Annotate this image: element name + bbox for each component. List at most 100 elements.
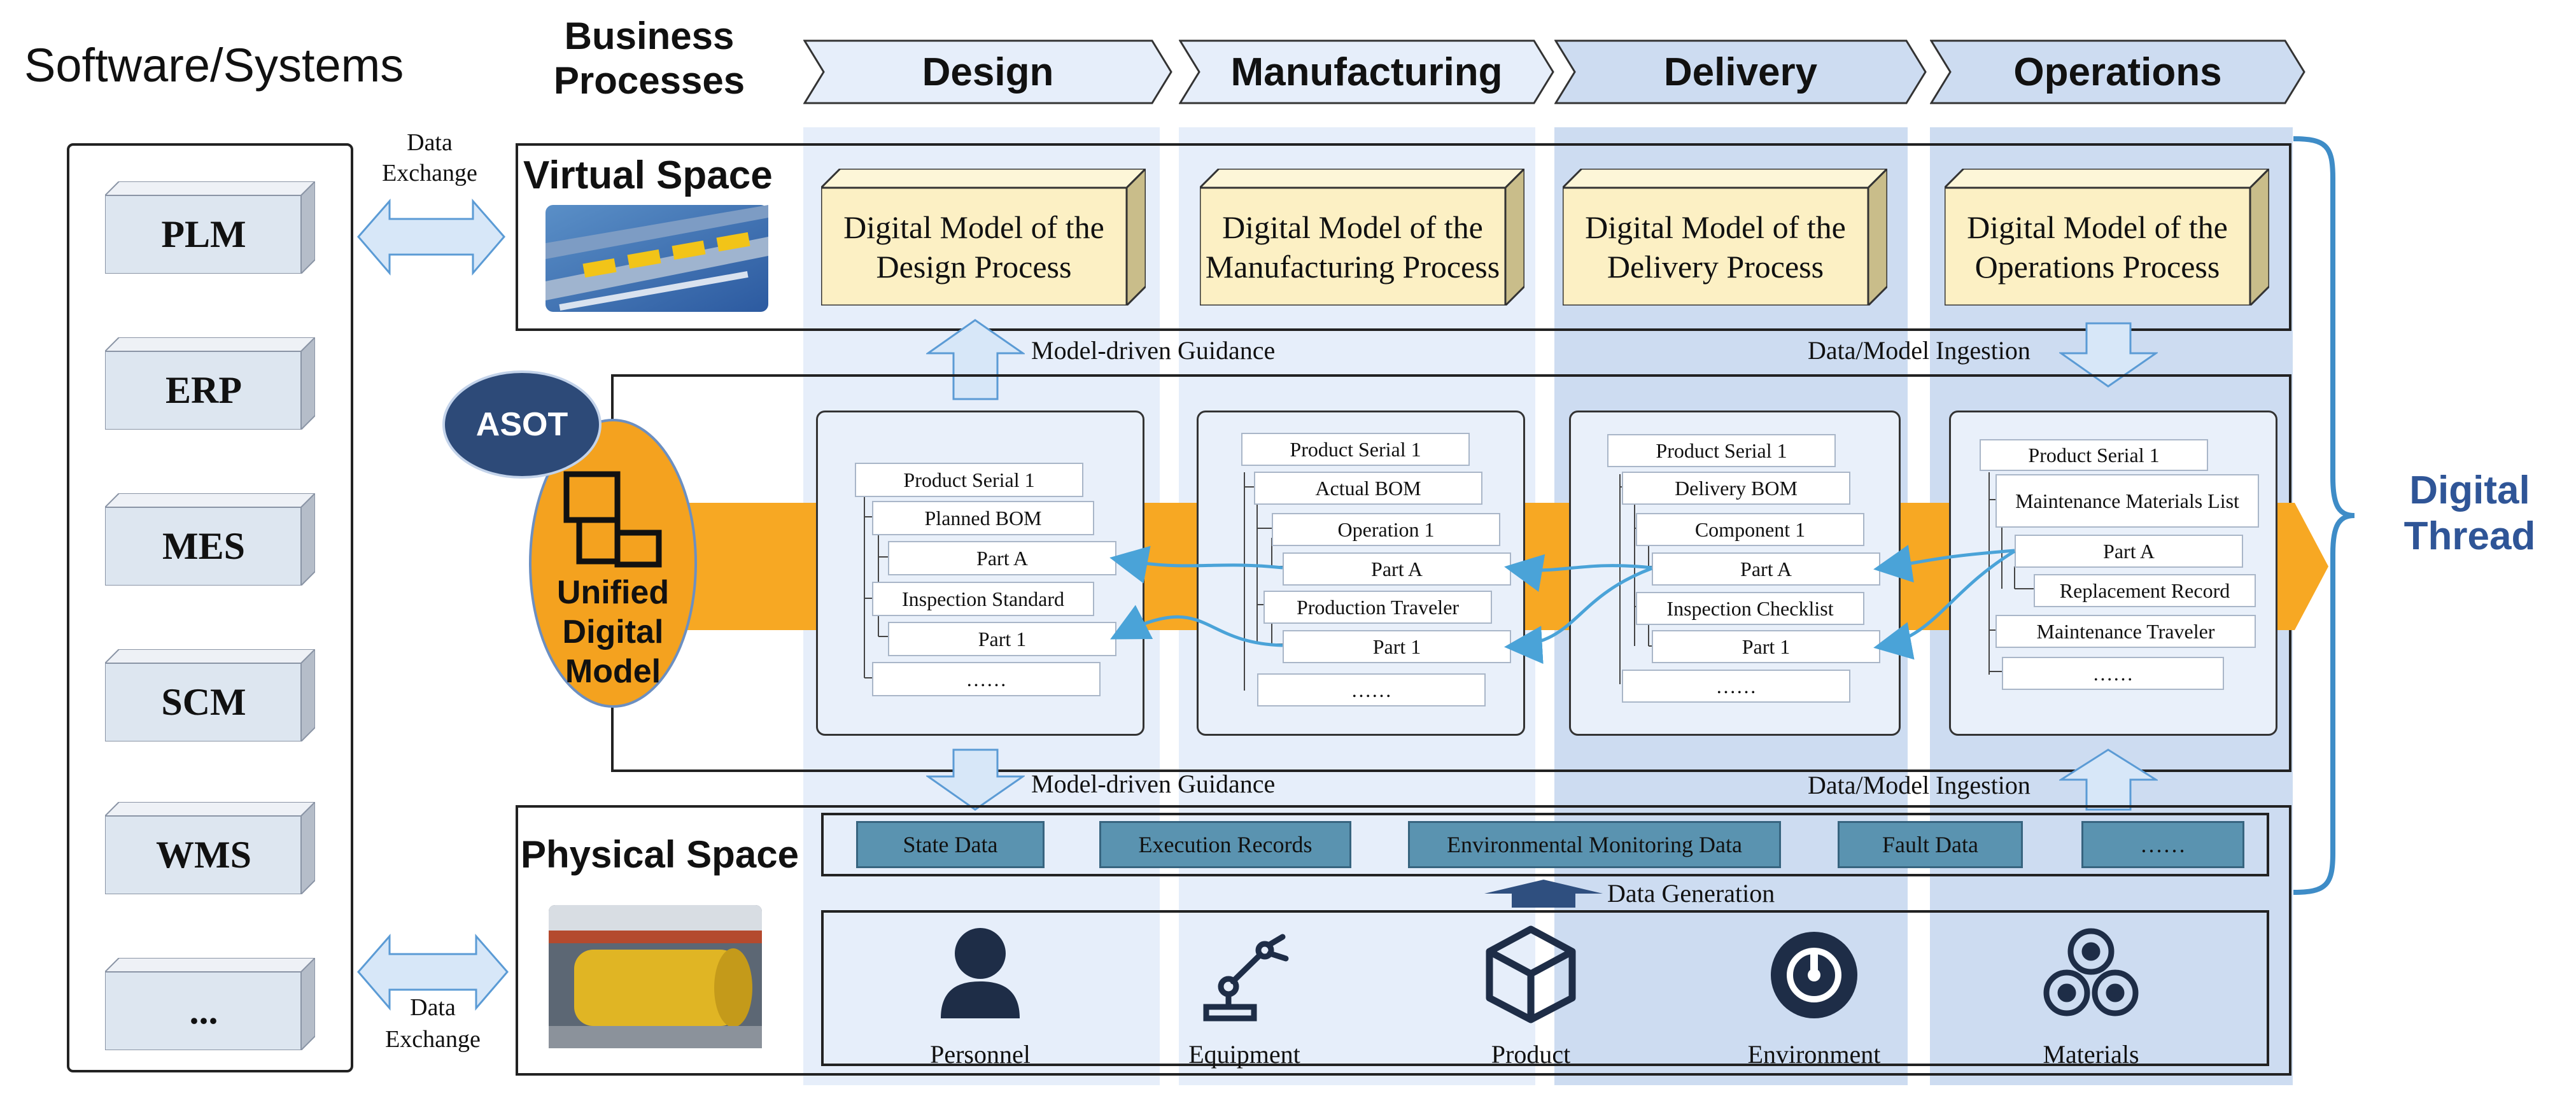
tree-delivery-node-3: Part A — [1652, 552, 1880, 586]
data-exchange-arrow-top — [357, 199, 505, 276]
physical-space-image — [549, 905, 762, 1048]
physical-space-panel — [516, 805, 2291, 1076]
stage-manufacturing: Manufacturing — [1179, 39, 1554, 104]
resource-equipment: Equipment — [1143, 923, 1346, 1069]
stage-design-label: Design — [922, 50, 1054, 94]
asot-label: ASOT — [475, 406, 568, 443]
guidance-arrow-down — [926, 748, 1025, 811]
tree-operations-node-5: …… — [2002, 657, 2224, 690]
box-icon — [1486, 925, 1576, 1023]
ingestion-label-top: Data/Model Ingestion — [1808, 336, 2031, 365]
resource-product-label: Product — [1491, 1040, 1571, 1069]
model-manufacturing-process: Digital Model of the Manufacturing Proce… — [1200, 169, 1524, 306]
system-mes[interactable]: MES — [105, 493, 315, 586]
guidance-arrow-up — [926, 319, 1025, 400]
tree-operations-node-3: Replacement Record — [2034, 574, 2256, 607]
resource-personnel: Personnel — [878, 923, 1082, 1069]
system-mes-label: MES — [162, 525, 246, 567]
model-delivery-process: Digital Model of the Delivery Process — [1563, 169, 1887, 306]
model-design-label: Digital Model of the Design Process — [843, 209, 1104, 285]
data-type-fault: Fault Data — [1838, 821, 2023, 868]
tree-manufacturing-node-2: Operation 1 — [1272, 513, 1500, 546]
business-processes-line2: Processes — [553, 59, 745, 102]
ingestion-label-bottom: Data/Model Ingestion — [1808, 771, 2031, 799]
business-processes-line1: Business — [564, 15, 735, 57]
model-delivery-label: Digital Model of the Delivery Process — [1585, 209, 1846, 285]
virtual-space-panel — [516, 143, 2291, 331]
data-generation-arrow — [1484, 880, 1603, 908]
stage-delivery: Delivery — [1554, 39, 1927, 104]
digital-thread-line2: Thread — [2404, 514, 2536, 558]
digital-thread-line1: Digital — [2409, 468, 2530, 512]
tree-design-node-5: …… — [872, 662, 1101, 696]
physical-space-title: Physical Space — [521, 833, 799, 876]
system-scm[interactable]: SCM — [105, 649, 315, 741]
software-systems-header: Software/Systems — [24, 39, 404, 92]
tree-operations-node-0: Product Serial 1 — [1980, 439, 2208, 471]
system-plm-label: PLM — [161, 213, 246, 255]
ingestion-arrow-down — [2059, 322, 2158, 388]
unified-model-line3: Model — [565, 653, 661, 690]
tree-delivery-node-4: Inspection Checklist — [1636, 592, 1864, 625]
model-operations-process: Digital Model of the Operations Process — [1945, 169, 2269, 306]
guidance-label-top: Model-driven Guidance — [1031, 336, 1276, 365]
business-processes-header: Business Processes — [535, 14, 764, 103]
data-exchange-arrow-bottom — [357, 934, 509, 1011]
tree-delivery-node-6: …… — [1622, 670, 1850, 703]
tree-manufacturing-node-4: Production Traveler — [1263, 591, 1492, 624]
data-types-frame — [821, 813, 2269, 876]
guidance-label-bottom: Model-driven Guidance — [1031, 769, 1276, 798]
data-exchange-label-top: Data Exchange — [363, 127, 496, 188]
stage-design: Design — [803, 39, 1172, 104]
tree-operations-node-4: Maintenance Traveler — [1995, 615, 2256, 648]
tree-design-node-4: Part 1 — [888, 622, 1116, 656]
resource-materials-label: Materials — [2043, 1040, 2139, 1069]
tree-manufacturing-node-3: Part A — [1283, 552, 1511, 586]
resource-product: Product — [1429, 923, 1633, 1069]
system-erp[interactable]: ERP — [105, 337, 315, 430]
stage-manufacturing-label: Manufacturing — [1230, 50, 1503, 94]
digital-thread-label: Digital Thread — [2365, 468, 2575, 559]
unified-model-icon — [563, 471, 662, 568]
asot-badge: ASOT — [442, 370, 602, 479]
system-more[interactable]: ... — [105, 958, 315, 1050]
stage-operations: Operations — [1930, 39, 2305, 104]
system-scm-label: SCM — [161, 681, 246, 723]
software-systems-panel — [67, 143, 353, 1072]
tree-manufacturing-node-1: Actual BOM — [1254, 472, 1482, 505]
ingestion-arrow-up — [2059, 748, 2158, 811]
virtual-space-image — [545, 205, 768, 312]
data-exchange-top-line1: Data — [407, 129, 453, 156]
environment-icon — [1771, 932, 1857, 1018]
stage-delivery-label: Delivery — [1663, 50, 1818, 94]
data-generation-label: Data Generation — [1607, 879, 1775, 908]
data-exchange-bottom-line1: Data — [410, 994, 456, 1021]
virtual-space-title: Virtual Space — [523, 153, 773, 197]
resource-materials: Materials — [1989, 923, 2193, 1069]
model-manufacturing-label: Digital Model of the Manufacturing Proce… — [1205, 209, 1500, 285]
tree-delivery-node-5: Part 1 — [1652, 630, 1880, 663]
tree-manufacturing-node-0: Product Serial 1 — [1241, 433, 1470, 466]
tree-design-node-1: Planned BOM — [872, 501, 1094, 535]
data-exchange-bottom-line2: Exchange — [385, 1026, 481, 1053]
data-exchange-top-line2: Exchange — [382, 160, 477, 186]
unified-model-line1: Unified — [556, 574, 670, 611]
tree-operations-node-2: Part A — [2015, 535, 2243, 568]
tree-delivery-node-2: Component 1 — [1636, 513, 1864, 546]
tree-design-node-0: Product Serial 1 — [855, 463, 1083, 497]
system-more-label: ... — [189, 990, 218, 1032]
system-plm[interactable]: PLM — [105, 181, 315, 274]
data-type-state: State Data — [856, 821, 1045, 868]
materials-rolls-icon — [2043, 928, 2139, 1016]
data-type-execution: Execution Records — [1099, 821, 1351, 868]
unified-model-label: Unified Digital Model — [540, 573, 686, 691]
personnel-icon — [941, 928, 1020, 1018]
tree-delivery-node-0: Product Serial 1 — [1607, 434, 1836, 467]
tree-manufacturing-node-6: …… — [1257, 673, 1486, 706]
digital-thread-brace — [2293, 136, 2355, 895]
tree-delivery-node-1: Delivery BOM — [1622, 472, 1850, 505]
system-wms[interactable]: WMS — [105, 802, 315, 894]
data-type-environmental: Environmental Monitoring Data — [1408, 821, 1781, 868]
tree-design-node-3: Inspection Standard — [872, 582, 1094, 616]
data-exchange-label-bottom: Data Exchange — [366, 992, 500, 1055]
